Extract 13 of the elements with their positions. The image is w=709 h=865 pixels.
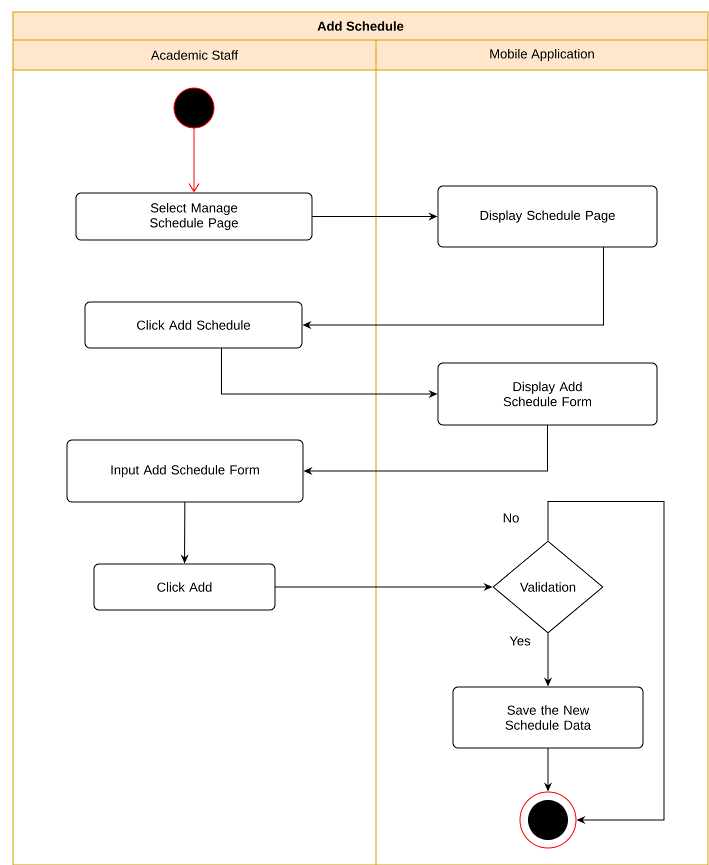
- activity-box: Select Manage Schedule Page: [76, 192, 312, 240]
- arrow: [548, 501, 664, 824]
- start-node: [174, 88, 214, 128]
- activity-box: Display Schedule Page: [438, 186, 658, 248]
- activity-box: Click Add: [94, 564, 276, 610]
- edge-label: Yes: [508, 635, 532, 647]
- arrow: [188, 128, 200, 192]
- activity-box: Click Add Schedule: [84, 302, 302, 348]
- activity-box: Save the New Schedule Data: [452, 686, 644, 748]
- activity-box: Display Add Schedule Form: [438, 362, 658, 426]
- activity-box: Input Add Schedule Form: [66, 440, 304, 502]
- end-node: [520, 792, 576, 848]
- edge-label: No: [502, 512, 520, 524]
